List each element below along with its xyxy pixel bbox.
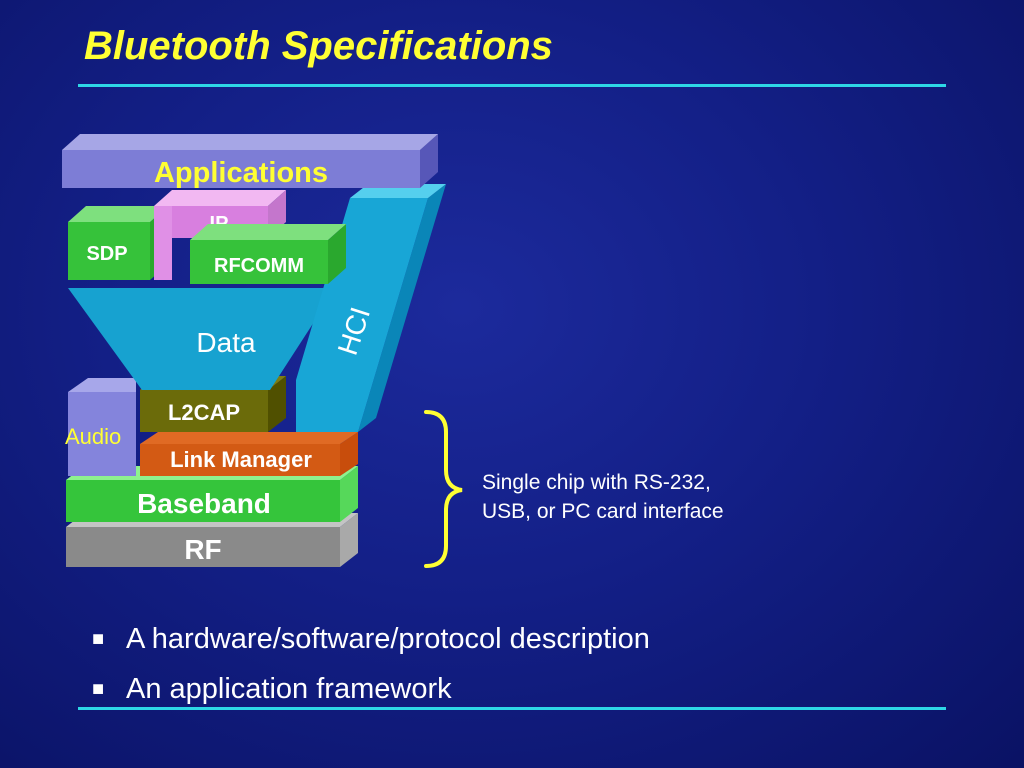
title-divider [78,84,946,87]
square-bullet-icon: ■ [92,678,105,700]
sdp-label: SDP [86,243,127,265]
applications-label: Applications [154,157,328,189]
audio-label: Audio [65,424,121,449]
footer-divider [78,707,946,710]
data-label: Data [196,327,256,358]
rfcomm-block: RFCOMM [190,224,346,284]
baseband-block: Baseband [66,466,358,522]
bullet-item: ■ An application framework [92,664,650,714]
square-bullet-icon: ■ [92,628,105,650]
bullet-text: An application framework [126,673,452,705]
rfcomm-label: RFCOMM [214,255,304,277]
bullet-list: ■ A hardware/software/protocol descripti… [92,614,650,714]
note-line-2: USB, or PC card interface [482,500,724,523]
sdp-block: SDP [68,206,168,280]
applications-block: Applications [62,134,438,189]
page-title: Bluetooth Specifications [84,24,553,68]
chip-interface-note: Single chip with RS-232, USB, or PC card… [482,468,724,526]
link-manager-block: Link Manager [140,432,358,476]
rf-label: RF [184,534,221,565]
baseband-label: Baseband [137,488,271,519]
note-line-1: Single chip with RS-232, [482,471,711,494]
hci-bar: HCI [296,184,446,432]
bullet-text: A hardware/software/protocol description [126,623,650,655]
audio-block: Audio [65,378,136,476]
curly-brace-icon [424,410,463,568]
bullet-item: ■ A hardware/software/protocol descripti… [92,614,650,664]
link-manager-label: Link Manager [170,447,312,472]
l2cap-label: L2CAP [168,400,240,425]
data-funnel: Data [68,288,336,390]
